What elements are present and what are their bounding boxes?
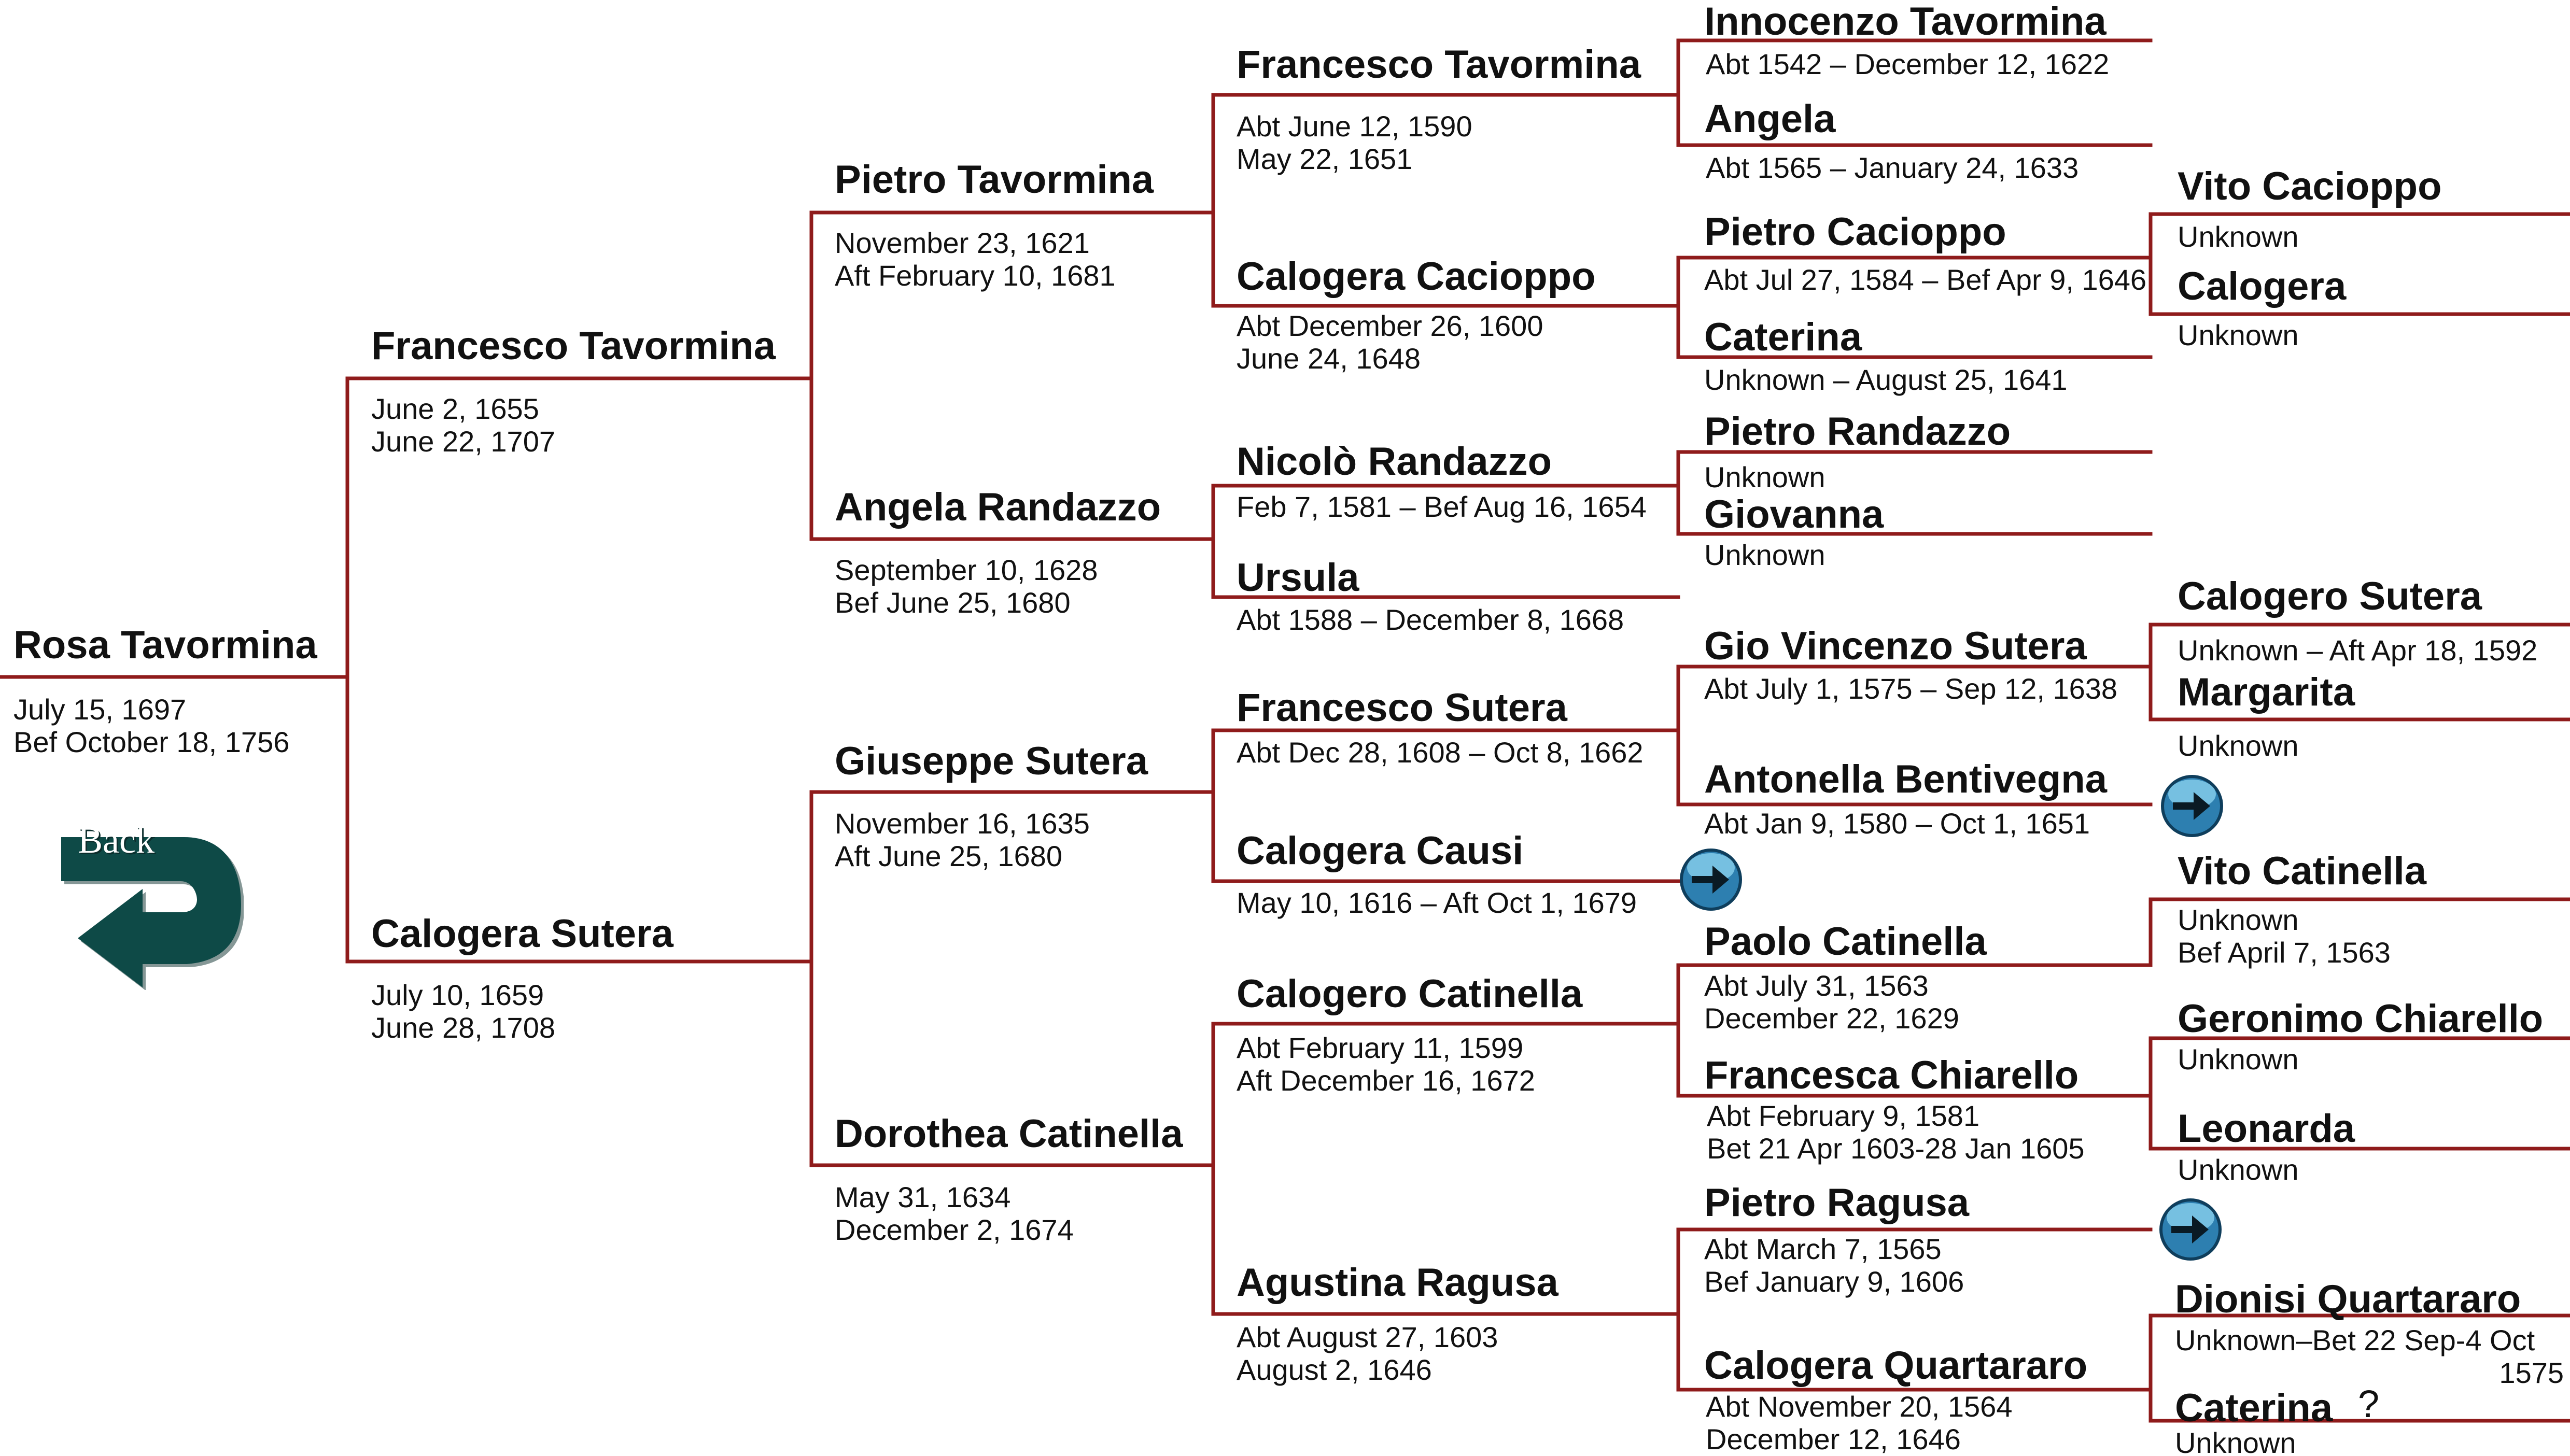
curved-back-arrow-icon: [61, 837, 244, 990]
back-button[interactable]: [57, 816, 244, 990]
person-name[interactable]: Agustina Ragusa: [1237, 1261, 1558, 1305]
person-name[interactable]: Ursula: [1237, 556, 1359, 600]
person-dates: Abt July 1, 1575 – Sep 12, 1638: [1704, 672, 2118, 705]
person-dates: Abt 1588 – December 8, 1668: [1237, 603, 1624, 636]
person-name[interactable]: Antonella Bentivegna: [1704, 757, 2107, 801]
person-dates: Unknown: [2178, 1153, 2299, 1186]
connector-francesco-tavormina-4: [1676, 38, 2153, 147]
person-name[interactable]: Leonarda: [2178, 1107, 2355, 1151]
person-name[interactable]: Geronimo Chiarello: [2178, 997, 2544, 1041]
person-name[interactable]: Calogero Sutera: [2178, 574, 2482, 618]
person-name[interactable]: Angela: [1704, 97, 1836, 141]
person-name[interactable]: Angela Randazzo: [835, 485, 1161, 529]
person-name[interactable]: Calogera Cacioppo: [1237, 255, 1596, 299]
person-name[interactable]: Nicolò Randazzo: [1237, 440, 1552, 484]
person-name[interactable]: Pietro Tavormina: [835, 158, 1154, 202]
person-dates: Unknown – August 25, 1641: [1704, 363, 2068, 396]
person-dates: Unknown: [2175, 1426, 2296, 1456]
person-name[interactable]: Francesco Tavormina: [371, 324, 776, 368]
person-name[interactable]: Pietro Ragusa: [1704, 1181, 1970, 1225]
connector-calogero-catinella: [1676, 963, 2153, 1098]
connector-angela-randazzo: [1211, 484, 1680, 599]
person-name[interactable]: Calogera Sutera: [371, 912, 673, 956]
person-dates: May 10, 1616 – Aft Oct 1, 1679: [1237, 886, 1637, 919]
person-name[interactable]: Rosa Tavormina: [13, 623, 317, 667]
person-name[interactable]: Vito Cacioppo: [2178, 164, 2442, 208]
person-dates: Abt Jan 9, 1580 – Oct 1, 1651: [1704, 807, 2090, 840]
person-name[interactable]: Pietro Cacioppo: [1704, 210, 2006, 254]
person-name[interactable]: Calogera: [2178, 264, 2347, 308]
continue-arrow-icon[interactable]: [1677, 846, 1745, 913]
person-name[interactable]: Francesco Sutera: [1237, 686, 1567, 730]
person-name[interactable]: Calogero Catinella: [1237, 972, 1583, 1016]
person-name[interactable]: Dorothea Catinella: [835, 1112, 1183, 1156]
person-dates: Unknown: [2178, 1043, 2299, 1076]
connector-paolo-catinella: [2148, 897, 2570, 967]
continue-arrow-icon[interactable]: [2158, 772, 2226, 840]
person-dates: Abt 1542 – December 12, 1622: [1706, 48, 2110, 80]
connector-dorothea-catinella: [1211, 1022, 1680, 1316]
connector-francesco-tavormina: [809, 210, 1215, 541]
person-name[interactable]: Margarita: [2178, 670, 2355, 714]
person-name[interactable]: Dionisi Quartararo: [2175, 1277, 2521, 1321]
person-name[interactable]: Francesca Chiarello: [1704, 1053, 2079, 1097]
continue-arrow-icon[interactable]: [2157, 1196, 2224, 1263]
person-name[interactable]: Caterina: [1704, 315, 1862, 359]
person-name[interactable]: Gio Vincenzo Sutera: [1704, 624, 2087, 668]
person-name[interactable]: Francesco Tavormina: [1237, 43, 1641, 87]
connector-pietro-cacioppo: [2148, 212, 2570, 316]
person-name[interactable]: Pietro Randazzo: [1704, 409, 2011, 454]
person-name[interactable]: Paolo Catinella: [1704, 920, 1987, 964]
connector-agustina-ragusa: [1676, 1227, 2153, 1392]
person-dates: Abt Dec 28, 1608 – Oct 8, 1662: [1237, 736, 1644, 769]
connector-calogera-cacioppo: [1676, 256, 2153, 359]
person-name[interactable]: Giovanna: [1704, 492, 1884, 536]
person-dates: Abt Jul 27, 1584 – Bef Apr 9, 1646: [1704, 263, 2147, 296]
person-dates: Unknown: [1704, 539, 1825, 571]
person-dates: Unknown: [2178, 319, 2299, 351]
connector-francesca-chiarello: [2148, 1036, 2570, 1151]
connector-calogera-sutera: [809, 790, 1215, 1167]
connector-francesco-sutera: [1676, 665, 2153, 807]
person-name[interactable]: Giuseppe Sutera: [835, 739, 1148, 783]
connector-pietro-tavormina: [1211, 93, 1680, 308]
person-name[interactable]: Vito Catinella: [2178, 849, 2427, 893]
connector-rosa: [0, 376, 813, 964]
person-dates: Feb 7, 1581 – Bef Aug 16, 1654: [1237, 490, 1647, 523]
connector-calogera-quartararo: [2148, 1313, 2570, 1423]
person-dates: Abt 1565 – January 24, 1633: [1706, 151, 2079, 184]
person-dates: Unknown – Aft Apr 18, 1592: [2178, 634, 2538, 667]
person-dates: Unknown: [2178, 729, 2299, 762]
person-name[interactable]: Innocenzo Tavormina: [1704, 0, 2106, 44]
connector-gio-vincenzo-sutera: [2148, 623, 2570, 722]
person-name[interactable]: Calogera Causi: [1237, 829, 1524, 873]
uncertain-mark: ?: [2358, 1382, 2380, 1425]
person-dates: Unknown: [1704, 461, 1825, 493]
connector-nicolo-randazzo: [1676, 450, 2153, 536]
back-label[interactable]: Back: [78, 819, 155, 861]
person-dates: Unknown: [2178, 220, 2299, 253]
person-name[interactable]: Caterina: [2175, 1386, 2333, 1430]
connector-giuseppe-sutera: [1211, 728, 1680, 883]
person-name[interactable]: Calogera Quartararo: [1704, 1344, 2088, 1388]
